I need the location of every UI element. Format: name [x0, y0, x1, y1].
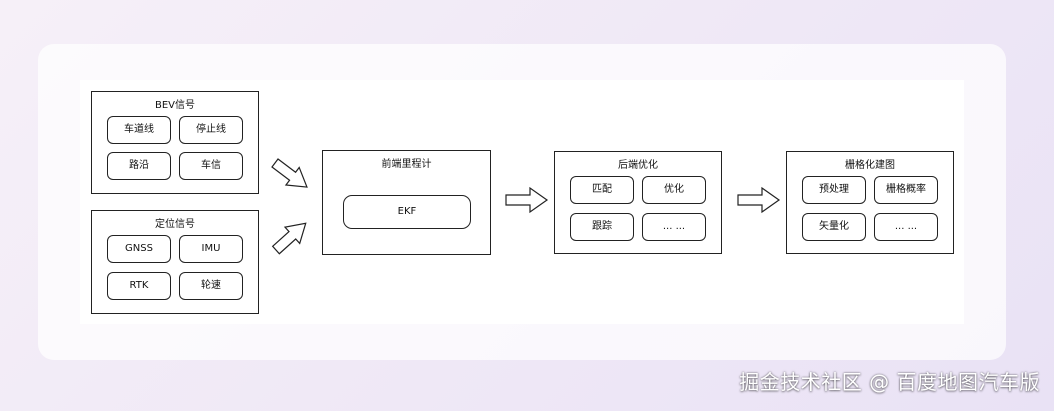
bev-item-lane-line: 车道线: [107, 116, 171, 144]
grid-mapping-title: 栅格化建图: [845, 160, 895, 171]
grid-item-preprocess: 预处理: [802, 176, 866, 204]
arrow-localization-to-front-end-icon: [271, 222, 307, 255]
back-item-matching: 匹配: [570, 176, 634, 204]
bev-signal-box: BEV信号 车道线 停止线 路沿 车信: [91, 91, 259, 194]
arrow-back-end-to-grid-icon: [737, 186, 781, 214]
watermark: 掘金技术社区 @ 百度地图汽车版: [739, 370, 1040, 394]
back-item-optimization: 优化: [642, 176, 706, 204]
back-item-more: ... ...: [642, 213, 706, 241]
loc-item-imu: IMU: [179, 235, 243, 263]
back-end-optimization-box: 后端优化 匹配 优化 跟踪 ... ...: [554, 151, 722, 254]
front-end-odometry-box: 前端里程计 EKF: [322, 150, 491, 255]
loc-item-gnss: GNSS: [107, 235, 171, 263]
localization-signal-title: 定位信号: [155, 219, 195, 230]
back-end-optimization-title: 后端优化: [618, 160, 658, 171]
localization-signal-box: 定位信号 GNSS IMU RTK 轮速: [91, 210, 259, 314]
grid-item-grid-probability: 栅格概率: [874, 176, 938, 204]
grid-mapping-box: 栅格化建图 预处理 栅格概率 矢量化 ... ...: [786, 151, 954, 254]
back-item-tracking: 跟踪: [570, 213, 634, 241]
grid-item-more: ... ...: [874, 213, 938, 241]
loc-item-wheel-speed: 轮速: [179, 272, 243, 300]
arrow-front-to-back-end-icon: [505, 186, 549, 214]
bev-signal-title: BEV信号: [154, 100, 196, 111]
bev-item-curb: 路沿: [107, 152, 171, 180]
front-end-odometry-title: 前端里程计: [381, 159, 432, 170]
bev-item-traffic-signal: 车信: [179, 152, 243, 180]
bev-item-stop-line: 停止线: [179, 116, 243, 144]
loc-item-rtk: RTK: [107, 272, 171, 300]
arrow-bev-to-front-end-icon: [271, 158, 308, 188]
grid-item-vectorize: 矢量化: [802, 213, 866, 241]
ekf-item: EKF: [343, 195, 471, 229]
